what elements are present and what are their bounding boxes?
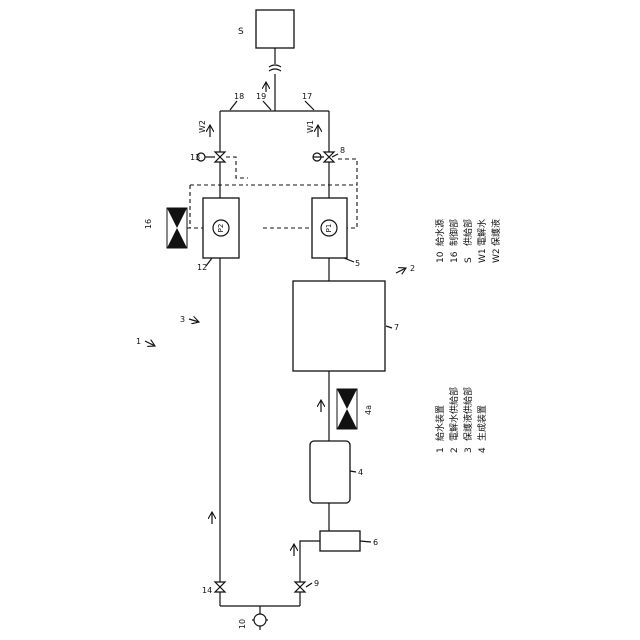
generator-4 <box>310 441 350 503</box>
label-19: 19 <box>256 92 266 101</box>
controller-4a-top <box>337 389 357 409</box>
legend-left-text-1: 電解水供給部 <box>448 387 460 441</box>
supply-box <box>256 10 294 48</box>
legend-left-text-3: 生成装置 <box>476 405 488 441</box>
leader-3 <box>189 319 199 322</box>
legend-right-text-2: 供給部 <box>462 219 474 246</box>
label-4: 4 <box>358 468 363 477</box>
controller-16-bottom <box>167 228 187 248</box>
legend-left-num-2: 3 <box>464 447 474 453</box>
legend-left-num-1: 2 <box>450 447 460 453</box>
label-16: 16 <box>144 219 153 229</box>
leader-1 <box>145 341 155 346</box>
legend-left-num-0: 1 <box>436 447 446 453</box>
label-w1: W1 <box>306 120 315 133</box>
valve-14 <box>215 582 225 592</box>
label-17: 17 <box>302 92 312 101</box>
leader-19 <box>263 101 271 110</box>
legend-right-num-4: W2 <box>492 248 502 263</box>
legend-right-num-2: S <box>464 257 474 263</box>
pipe-6-valve9 <box>300 541 320 582</box>
leader-6 <box>360 541 371 542</box>
legend-right-num-0: 10 <box>436 251 446 263</box>
legend-right-text-1: 制御部 <box>448 219 460 246</box>
label-p1: P1 <box>325 224 333 233</box>
label-3: 3 <box>180 315 185 324</box>
legend-right-num-3: W1 <box>478 248 488 263</box>
leader-18 <box>230 101 237 110</box>
legend-left-num-3: 4 <box>478 447 488 453</box>
label-14: 14 <box>202 586 212 595</box>
label-10: 10 <box>238 619 247 629</box>
valve-9 <box>295 582 305 592</box>
control-line-valve-8 <box>248 159 357 185</box>
label-p2: P2 <box>217 224 225 233</box>
legend-right-text-4: 保護液 <box>490 219 502 246</box>
label-9: 9 <box>314 579 319 588</box>
label-12: 12 <box>197 263 207 272</box>
water-source-10 <box>254 614 266 626</box>
label-5: 5 <box>355 259 360 268</box>
label-7: 7 <box>394 323 399 332</box>
label-2: 2 <box>410 264 415 273</box>
pipe-break-symbol <box>269 65 281 71</box>
label-6: 6 <box>373 538 378 547</box>
leader-8 <box>332 154 338 157</box>
legend-left: 1 給水装置 2 電解水供給部 3 保護液供給部 4 生成装置 <box>434 387 488 453</box>
controller-16-top <box>167 208 187 228</box>
controller-4a-bottom <box>337 409 357 429</box>
leader-17 <box>305 101 314 110</box>
leader-12 <box>206 258 212 266</box>
legend-right-num-1: 16 <box>450 251 460 263</box>
legend-right-text-3: 電解水 <box>476 219 488 246</box>
leader-7 <box>386 326 392 328</box>
leader-2 <box>396 268 406 273</box>
label-18: 18 <box>234 92 244 101</box>
leader-5 <box>344 258 354 262</box>
component-6 <box>320 531 360 551</box>
leader-9 <box>306 583 312 587</box>
label-13: 13 <box>190 153 200 162</box>
label-w2: W2 <box>198 120 207 133</box>
legend-left-text-2: 保護液供給部 <box>462 387 474 441</box>
legend-left-text-0: 給水装置 <box>434 405 446 441</box>
label-4a: 4a <box>364 405 373 415</box>
legend-right-text-0: 給水源 <box>434 219 446 246</box>
label-s: S <box>238 27 244 37</box>
leader-4 <box>350 471 356 472</box>
label-1: 1 <box>136 337 141 346</box>
tank-7 <box>293 281 385 371</box>
label-8: 8 <box>340 146 345 155</box>
legend-right: 10 給水源 16 制御部 S 供給部 W1 電解水 W2 保護液 <box>434 219 502 263</box>
valve-13 <box>215 152 225 162</box>
control-line-valve-13 <box>226 157 248 178</box>
